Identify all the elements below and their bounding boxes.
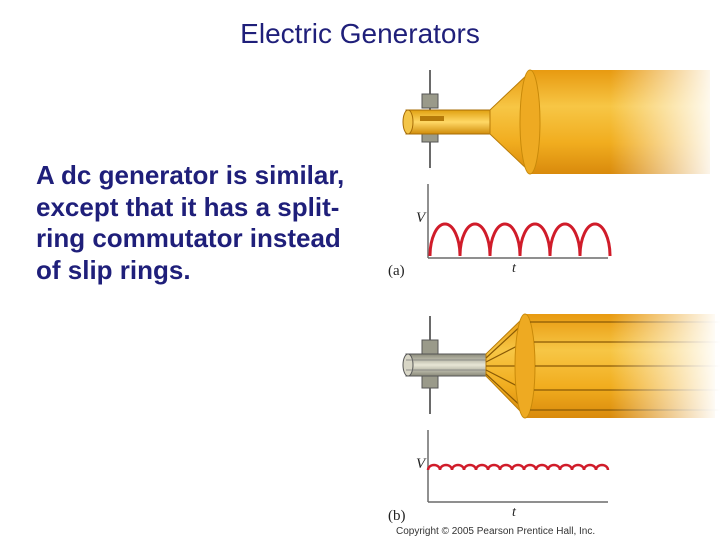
waveform-a	[428, 222, 612, 257]
slide-body-text: A dc generator is similar, except that i…	[36, 160, 345, 285]
graph-b-x-label: t	[512, 505, 517, 520]
generator-diagram: V t (a)	[388, 66, 720, 524]
armature-a	[402, 66, 720, 178]
waveform-b	[426, 463, 610, 471]
copyright-notice: Copyright © 2005 Pearson Prentice Hall, …	[396, 526, 596, 537]
armature-b	[402, 310, 720, 422]
slide-title: Electric Generators	[240, 18, 480, 49]
graph-a: V t (a)	[388, 184, 612, 279]
graph-a-x-label: t	[512, 261, 517, 276]
generator-figure: V t (a)	[380, 60, 720, 540]
panel-b-label: (b)	[388, 508, 406, 524]
graph-b: V t (b)	[388, 430, 610, 524]
graph-a-y-label: V	[416, 210, 427, 226]
graph-b-y-label: V	[416, 456, 427, 472]
panel-a-label: (a)	[388, 263, 405, 279]
